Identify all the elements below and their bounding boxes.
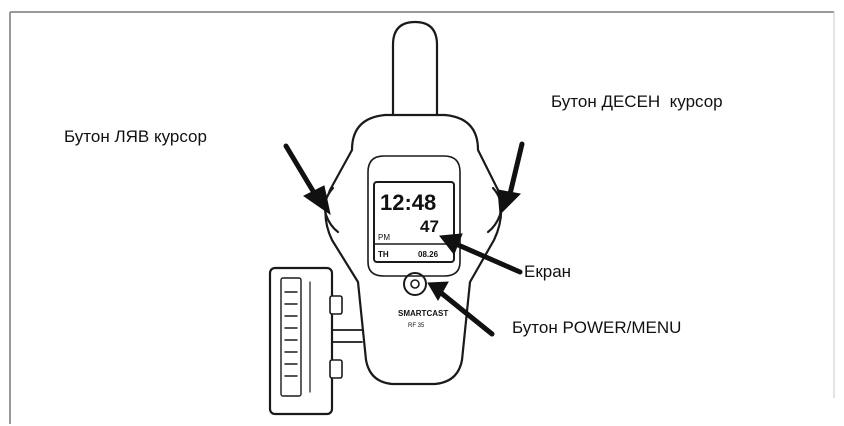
- left-cursor-button: [323, 186, 340, 234]
- model-number: RF 35: [408, 323, 425, 329]
- display-period: PM: [378, 233, 390, 242]
- power-menu-arrowhead: [427, 281, 449, 302]
- display-date: 08.26: [418, 250, 439, 259]
- label-screen: Екран: [524, 262, 572, 281]
- power-menu-arrow: [437, 289, 495, 337]
- screen-arrow: [453, 241, 523, 275]
- display-time: 12:48: [380, 190, 436, 215]
- device-illustration: [268, 20, 503, 416]
- left-cursor-arrow: [283, 143, 319, 199]
- callout-arrows: [283, 141, 525, 337]
- model-name: SMARTCAST: [398, 309, 448, 318]
- right-cursor-arrowhead: [497, 189, 522, 216]
- figure-frame: [9, 11, 835, 424]
- antenna: [391, 20, 439, 120]
- label-power-menu: Бутон POWER/MENU: [512, 318, 682, 337]
- clip-tab-top: [329, 295, 343, 315]
- clip-tab-bottom: [329, 359, 343, 379]
- display-day: TH: [378, 250, 389, 259]
- right-cursor-arrow: [507, 141, 525, 197]
- left-cursor-arrowhead: [303, 185, 331, 216]
- device-body: [324, 113, 503, 386]
- lcd-screen: [373, 181, 455, 263]
- clip-brand-marks: [284, 291, 298, 377]
- screen-bezel: [367, 155, 461, 277]
- screen-arrowhead: [439, 233, 463, 255]
- display-seconds: 47: [420, 217, 439, 236]
- power-menu-button: [403, 272, 427, 296]
- label-right-cursor: Бутон ДЕСЕН курсор: [551, 92, 723, 111]
- label-left-cursor: Бутон ЛЯВ курсор: [64, 127, 207, 146]
- power-icon: [410, 279, 420, 289]
- belt-clip-inner: [280, 277, 302, 397]
